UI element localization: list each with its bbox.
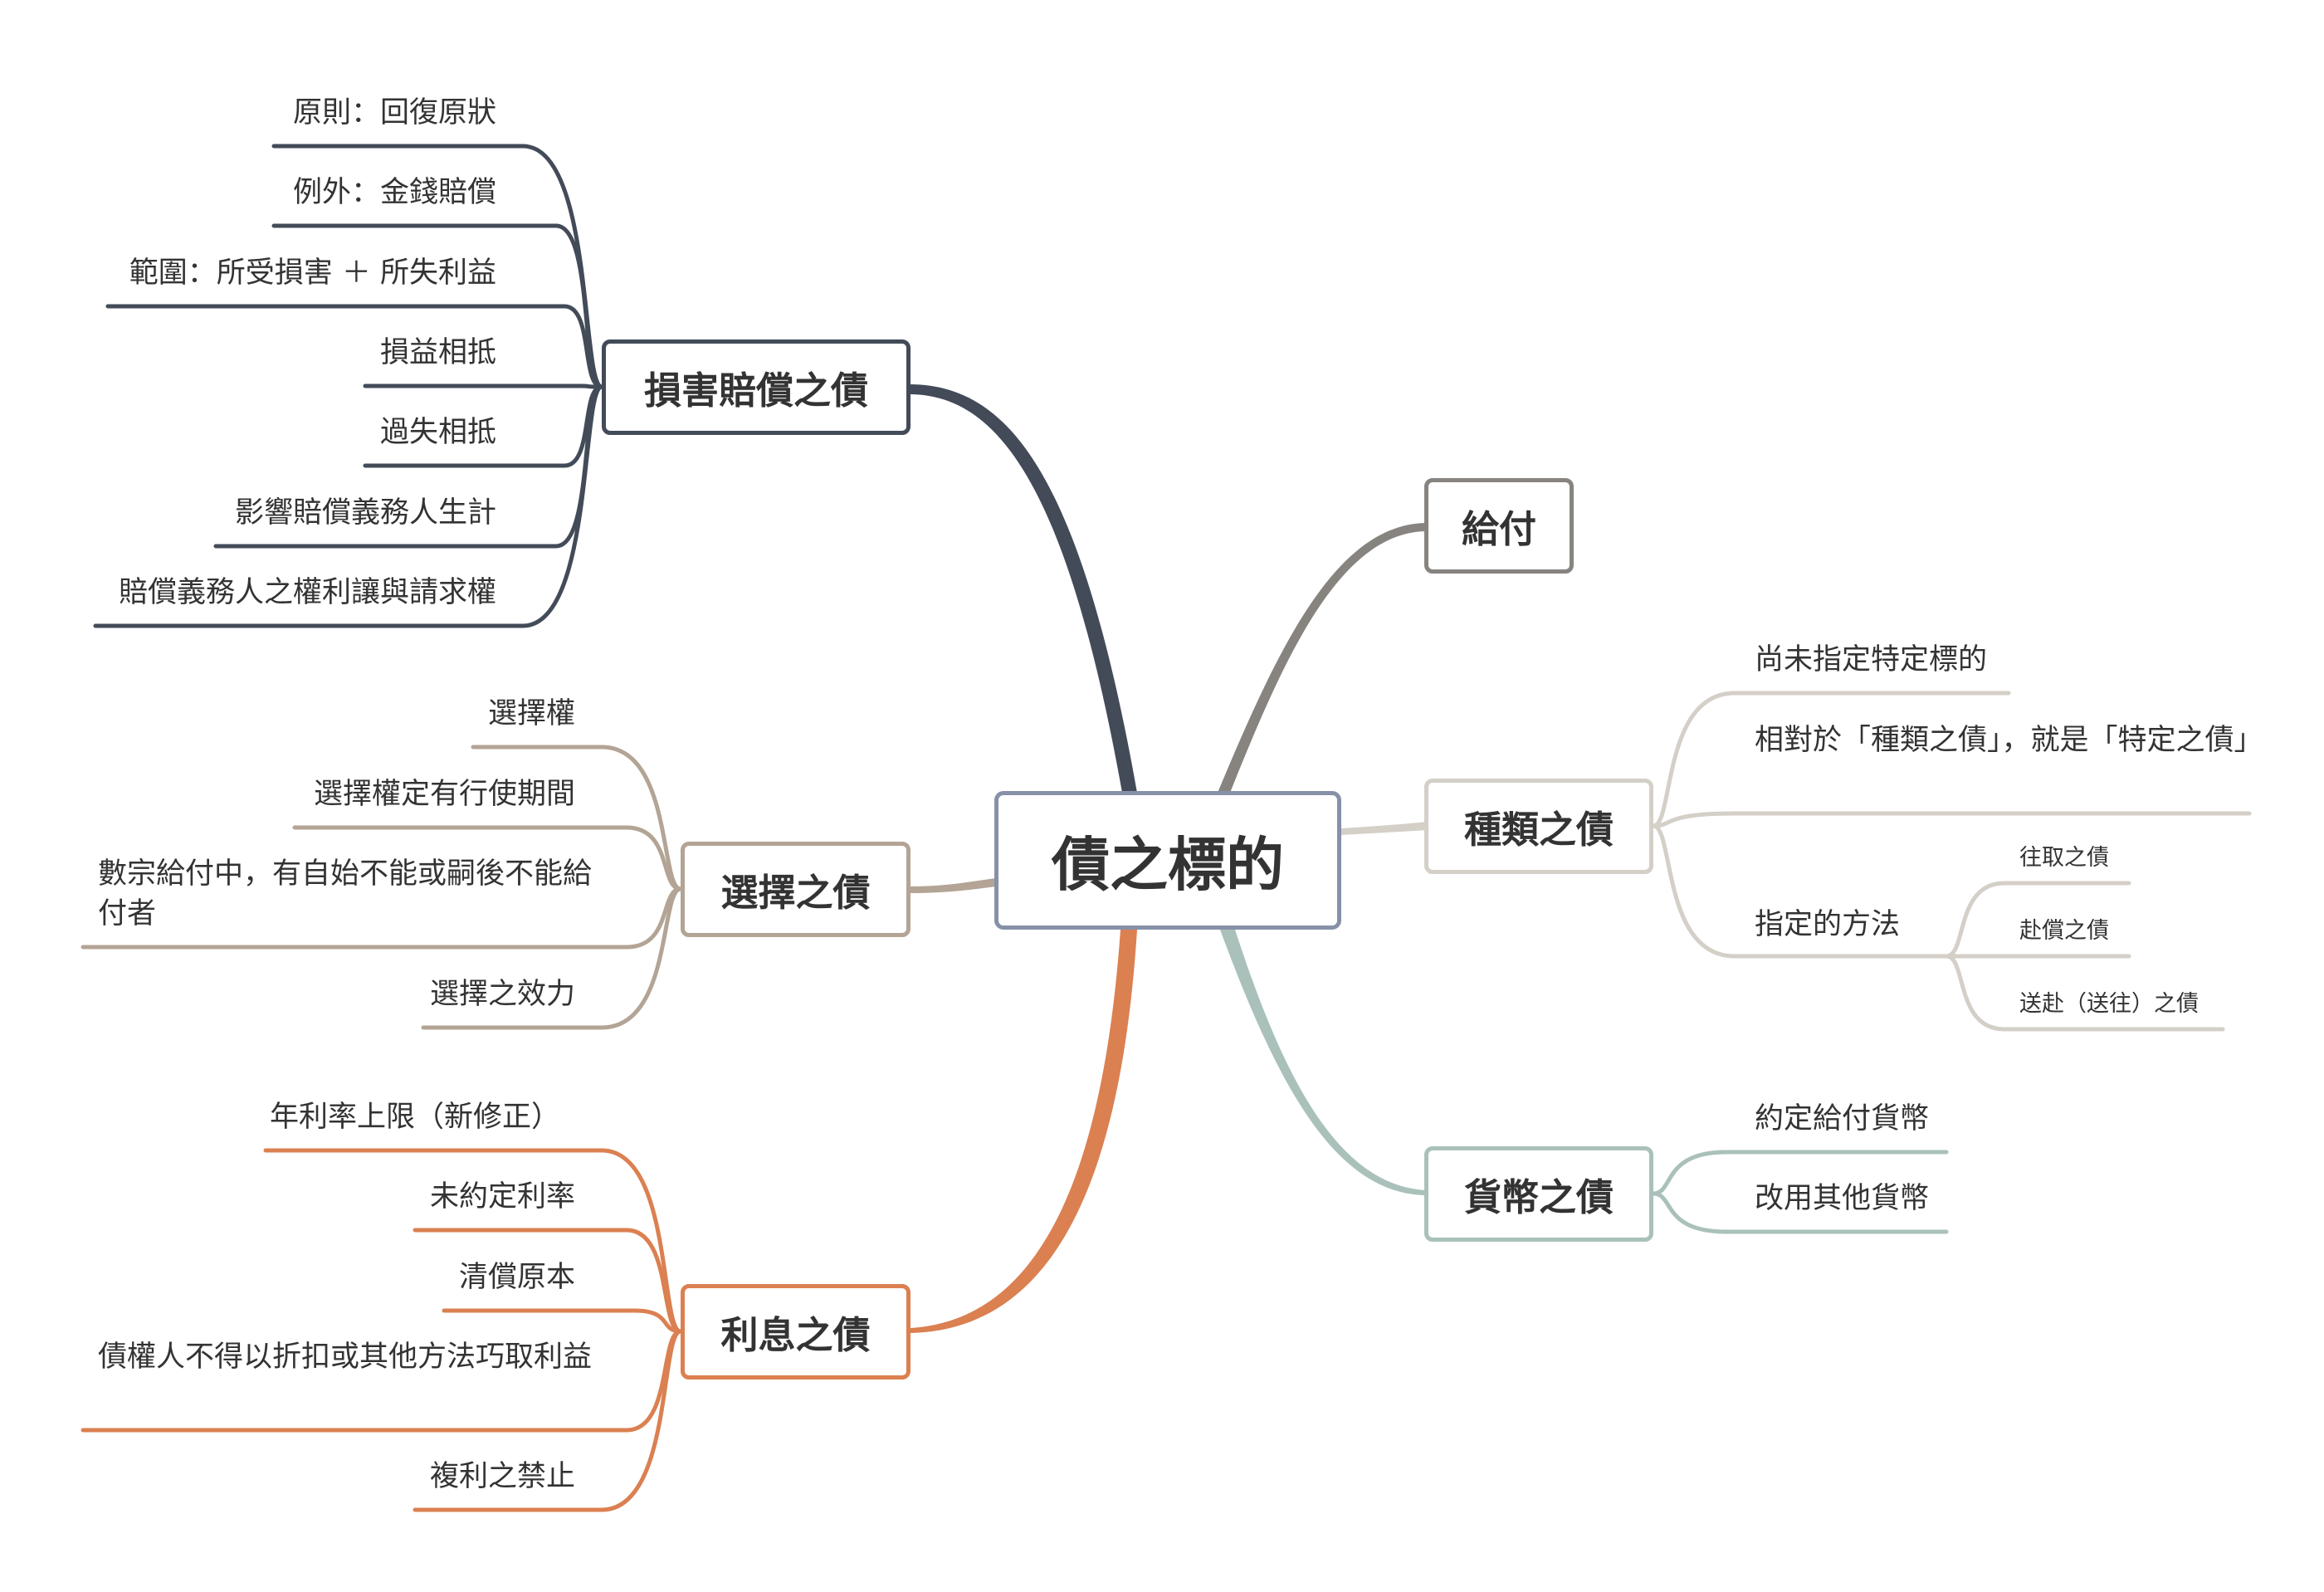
kind-item[interactable]: 相對於「種類之債」，就是「特定之債」: [1755, 724, 2263, 757]
connector-main-kind: [1340, 822, 1428, 835]
connectors-kind: [1651, 691, 2252, 1032]
method-connector: [1944, 954, 2225, 1032]
interest-item[interactable]: 年利率上限（新修正）: [269, 1101, 560, 1134]
leaf-connector: [421, 886, 683, 1030]
leaf-connector: [363, 383, 604, 389]
interest-item[interactable]: 清償原本: [458, 1261, 575, 1294]
leaf-connector: [1651, 823, 1949, 959]
connectors-interest: [81, 1148, 683, 1512]
choice-item[interactable]: 選擇之效力: [429, 978, 575, 1011]
connector-main-damages: [909, 384, 1137, 793]
interest-item[interactable]: 複利之禁止: [429, 1460, 575, 1493]
damages-item[interactable]: 範圍：所受損害 ＋ 所失利益: [129, 256, 496, 290]
leaf-connector: [1651, 1150, 1949, 1196]
leaf-connector: [1651, 811, 2252, 828]
leaf-connector: [105, 304, 604, 389]
interest-item[interactable]: 債權人不得以折扣或其他方法巧取利益: [98, 1341, 593, 1374]
currency-item[interactable]: 改用其他貨幣: [1755, 1182, 1930, 1215]
branch-payment[interactable]: 給付: [1424, 478, 1574, 574]
branch-currency[interactable]: 貨幣之債: [1424, 1146, 1653, 1242]
choice-item[interactable]: 選擇權: [487, 697, 575, 730]
leaf-connector: [471, 745, 683, 891]
leaf-connector: [292, 825, 683, 891]
branch-choice[interactable]: 選擇之債: [681, 842, 911, 937]
damages-item[interactable]: 損益相抵: [379, 336, 496, 369]
connector-main-payment: [1218, 523, 1428, 793]
damages-item[interactable]: 影響賠償義務人生計: [234, 496, 496, 530]
leaf-connector: [442, 1308, 683, 1334]
kind-method-item[interactable]: 送赴（送往）之債: [2019, 991, 2199, 1017]
kind-method-item[interactable]: 往取之債: [2019, 845, 2109, 871]
connector-main-choice: [911, 878, 996, 893]
branch-interest[interactable]: 利息之債: [681, 1284, 911, 1380]
leaf-connector: [413, 1228, 683, 1334]
leaf-connector: [1651, 691, 2011, 828]
damages-item[interactable]: 例外：金錢賠償: [292, 176, 496, 209]
connectors-currency: [1651, 1150, 1949, 1234]
branch-damages[interactable]: 損害賠償之債: [602, 339, 911, 435]
central-topic[interactable]: 債之標的: [994, 791, 1341, 930]
kind-item[interactable]: 指定的方法: [1755, 908, 1901, 941]
leaf-connector: [93, 384, 604, 628]
leaf-connector: [1651, 1191, 1949, 1234]
damages-item[interactable]: 過失相抵: [379, 416, 496, 449]
choice-item[interactable]: 數宗給付中，有自始不能或嗣後不能給付者: [98, 857, 593, 930]
damages-item[interactable]: 原則：回復原狀: [292, 96, 496, 129]
kind-method-item[interactable]: 赴償之債: [2019, 918, 2109, 944]
branch-kind[interactable]: 種類之債: [1424, 779, 1653, 874]
damages-item[interactable]: 賠償義務人之權利讓與請求權: [118, 576, 496, 609]
connector-main-interest: [911, 930, 1137, 1333]
choice-item[interactable]: 選擇權定有行使期間: [313, 778, 575, 811]
leaf-connector: [271, 223, 604, 389]
kind-item[interactable]: 尚未指定特定標的: [1755, 643, 1988, 676]
connectors-choice: [81, 745, 683, 1030]
connectors-damages: [93, 144, 604, 628]
leaf-connector: [413, 1329, 683, 1512]
connector-main-currency: [1220, 930, 1428, 1195]
currency-item[interactable]: 約定給付貨幣: [1755, 1102, 1930, 1135]
method-connector: [1944, 881, 2131, 959]
interest-item[interactable]: 未約定利率: [429, 1180, 575, 1214]
